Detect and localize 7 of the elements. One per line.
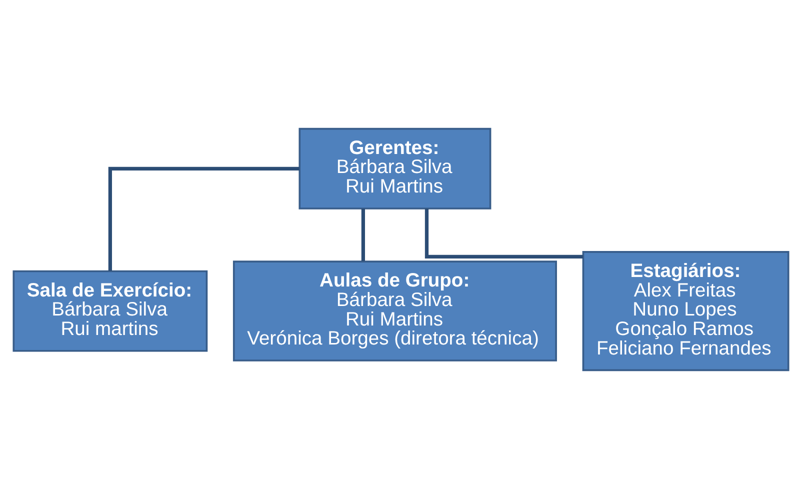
node-box: Aulas de Grupo: Bárbara Silva Rui Martins Verónica Borges (diretora técnica) — [232, 260, 557, 362]
node-box: Gerentes: Bárbara Silva Rui Martins — [298, 128, 492, 210]
node-box: Sala de Exercício: Bárbara Silva Rui martins — [12, 270, 208, 352]
connector — [361, 208, 365, 262]
connector — [424, 208, 584, 259]
connector — [108, 166, 300, 271]
node-box: Estagiários: Alex Freitas Nuno Lopes Gonçalo Ramos Feliciano Fernandes — [582, 251, 790, 372]
